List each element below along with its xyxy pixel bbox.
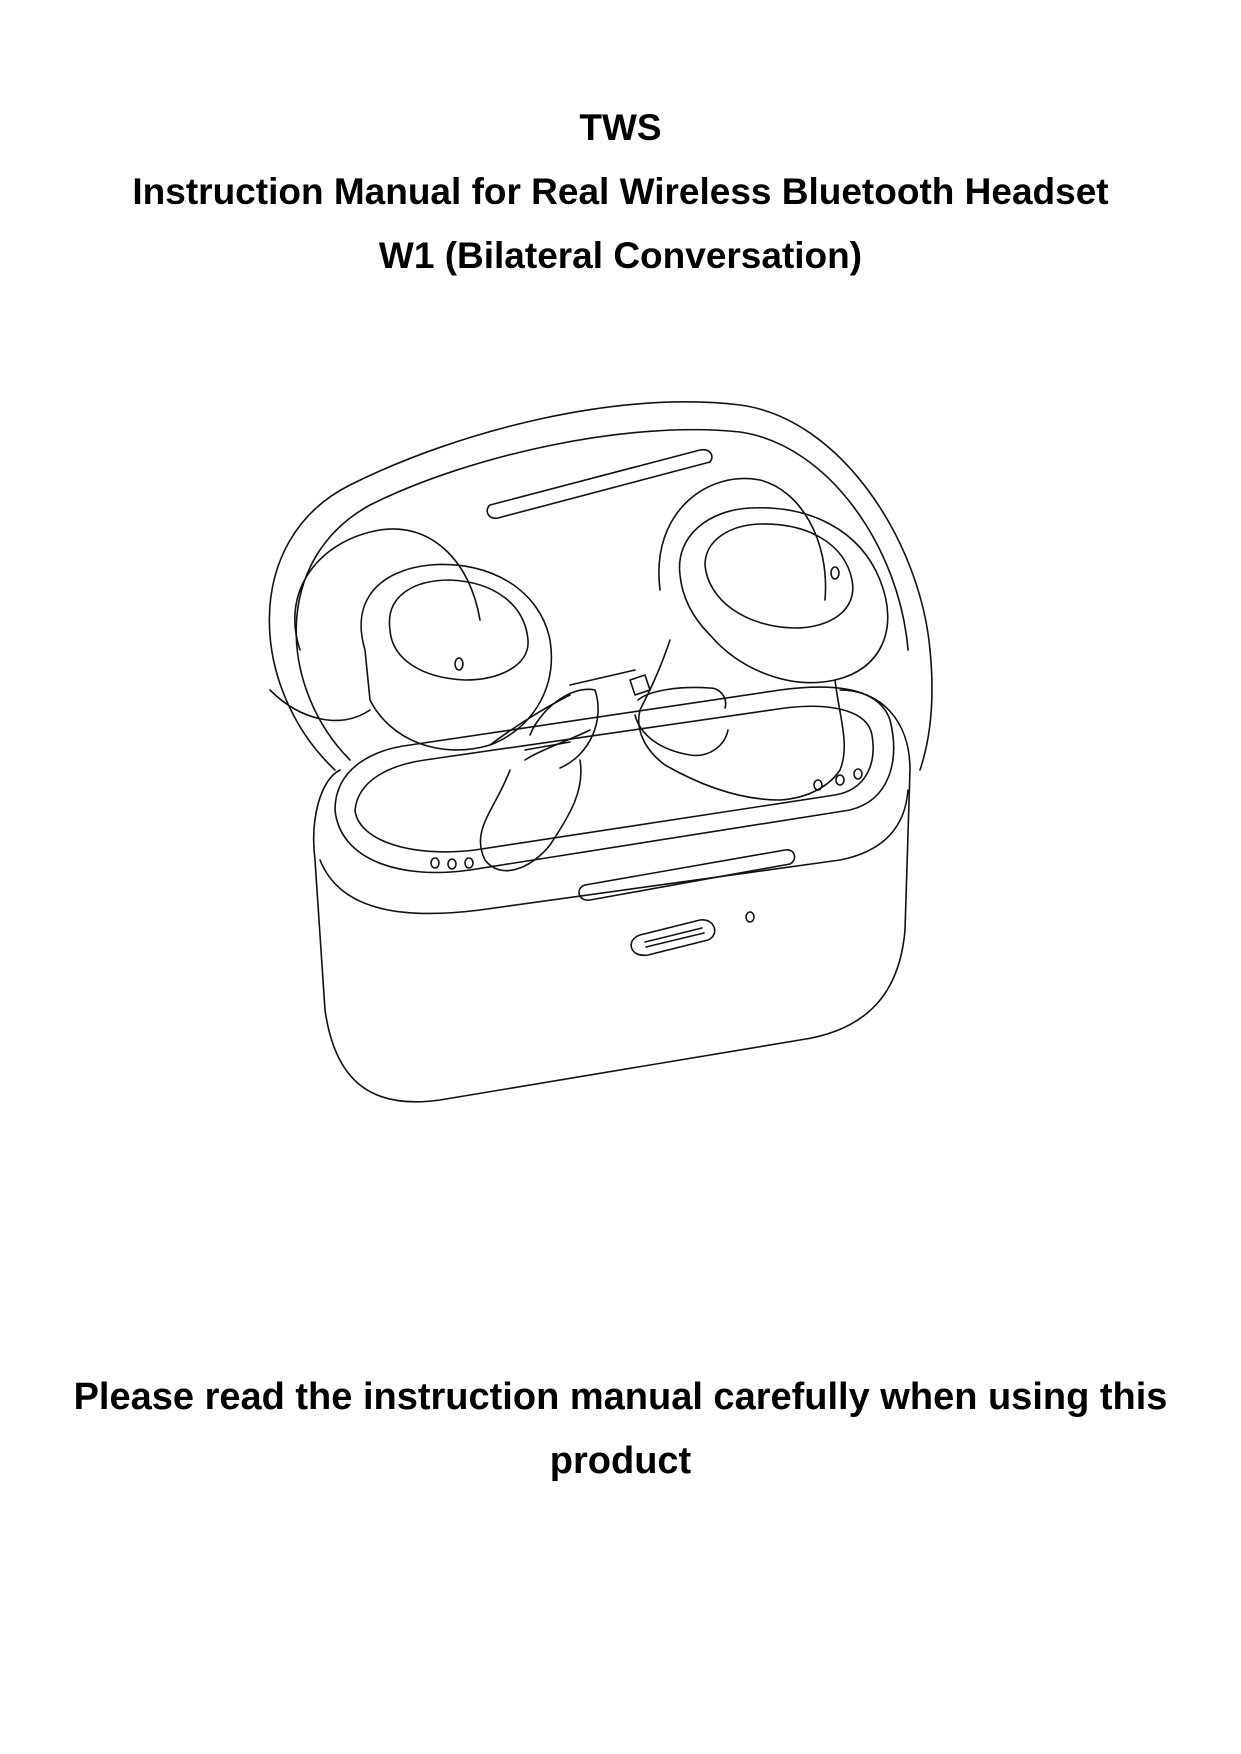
title-main: Instruction Manual for Real Wireless Blu… <box>132 171 1109 212</box>
earbuds-charging-case-illustration <box>240 390 1040 1220</box>
usage-notice: Please read the instruction manual caref… <box>73 1376 1168 1482</box>
title-model: W1 (Bilateral Conversation) <box>378 235 863 276</box>
title-brand: TWS <box>579 107 662 148</box>
earbuds-charging-case-icon <box>268 401 933 1103</box>
document-title: TWS Instruction Manual for Real Wireless… <box>0 96 1241 288</box>
